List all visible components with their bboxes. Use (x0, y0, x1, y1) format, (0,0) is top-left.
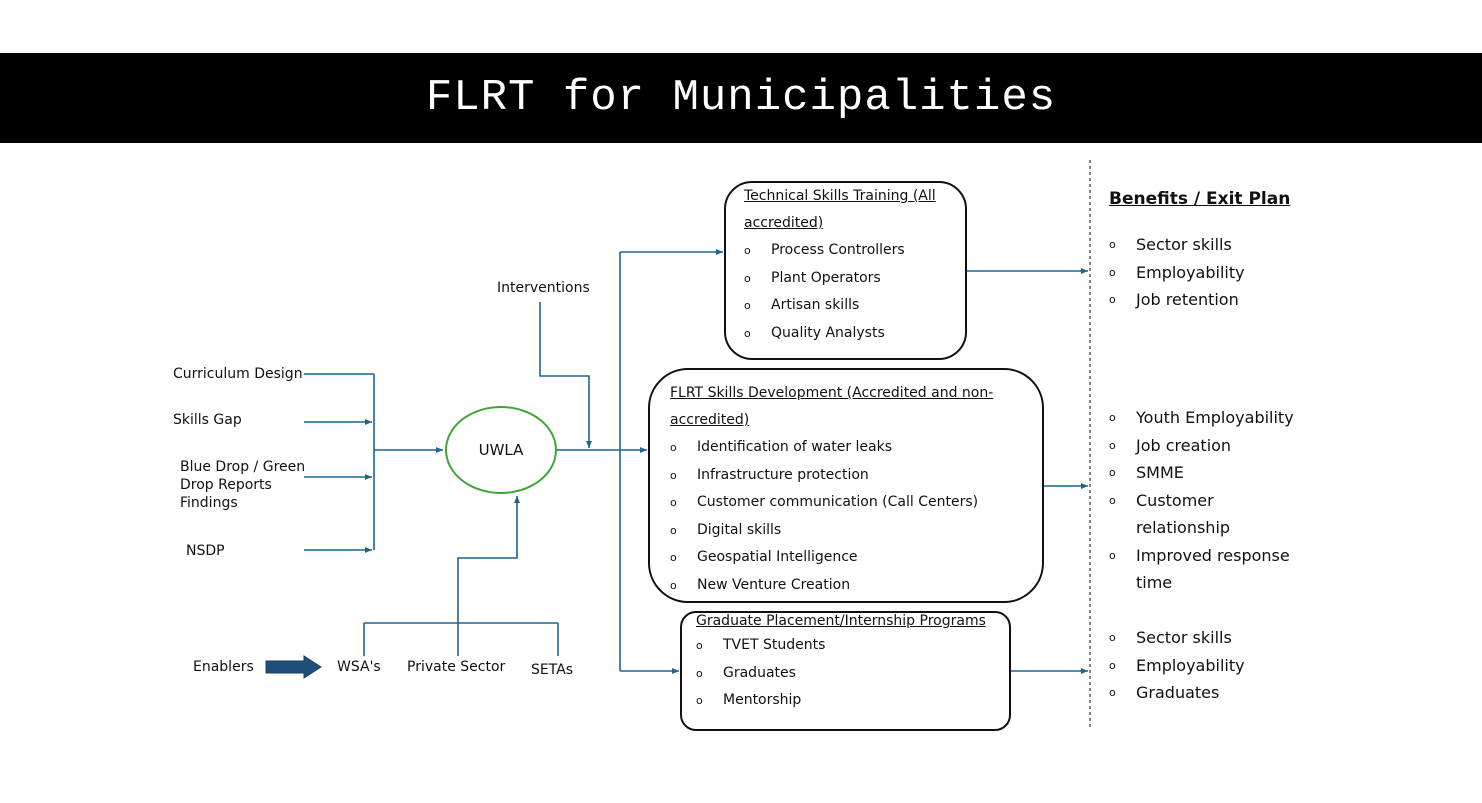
benefit-item: Job creation (1109, 432, 1294, 460)
flrt-items-list: Identification of water leaks Infrastruc… (670, 434, 1042, 599)
flrt-box-title-line1: FLRT Skills Development (Accredited and … (670, 385, 994, 401)
enabler-setas: SETAs (531, 662, 574, 678)
technical-item: Artisan skills (744, 292, 965, 320)
technical-item: Quality Analysts (744, 320, 965, 348)
technical-item: Plant Operators (744, 265, 965, 293)
technical-box-title-line2: accredited) (744, 215, 824, 231)
enabler-private-sector: Private Sector (407, 659, 506, 675)
flrt-item: New Venture Creation (670, 572, 1042, 600)
benefit-item: Customer (1109, 487, 1294, 515)
benefit-item: Sector skills (1109, 231, 1245, 259)
uwla-label: UWLA (478, 441, 524, 459)
benefits-group-flrt: Youth Employability Job creation SMME Cu… (1109, 404, 1294, 597)
input-curriculum-design: Curriculum Design (173, 366, 303, 382)
benefit-item: Job retention (1109, 286, 1245, 314)
benefits-group-technical: Sector skills Employability Job retentio… (1109, 231, 1245, 314)
flrt-item: Digital skills (670, 517, 1042, 545)
benefits-title: Benefits / Exit Plan (1109, 189, 1291, 209)
benefit-item: SMME (1109, 459, 1294, 487)
input-blue-drop-line3: Findings (180, 495, 238, 511)
input-skills-gap: Skills Gap (173, 412, 242, 428)
graduate-item: Graduates (696, 660, 1009, 688)
benefit-item-continuation: time (1136, 573, 1173, 592)
technical-items-list: Process Controllers Plant Operators Arti… (744, 237, 965, 347)
benefit-item: Improved response (1109, 542, 1294, 570)
private-sector-to-uwla-arrow (457, 496, 520, 656)
enablers-label: Enablers (193, 659, 254, 675)
graduate-box-title: Graduate Placement/Internship Programs (696, 613, 986, 629)
interventions-label: Interventions (497, 280, 590, 296)
graduate-items-list: TVET Students Graduates Mentorship (696, 632, 1009, 715)
technical-skills-box: Technical Skills Training (All accredite… (724, 181, 967, 360)
enabler-wsa: WSA's (337, 659, 381, 675)
graduate-item: Mentorship (696, 687, 1009, 715)
benefits-group-graduate: Sector skills Employability Graduates (1109, 624, 1245, 707)
uwla-node: UWLA (445, 406, 557, 494)
enablers-block-arrow (265, 655, 322, 679)
technical-item: Process Controllers (744, 237, 965, 265)
benefit-item: Employability (1109, 652, 1245, 680)
benefit-item: Sector skills (1109, 624, 1245, 652)
input-blue-drop-line2: Drop Reports (180, 477, 272, 493)
flrt-item: Geospatial Intelligence (670, 544, 1042, 572)
title-banner: FLRT for Municipalities (0, 53, 1482, 143)
input-blue-drop-line1: Blue Drop / Green (180, 459, 306, 475)
interventions-arrow (539, 302, 592, 448)
benefit-item: Youth Employability (1109, 404, 1294, 432)
graduate-item: TVET Students (696, 632, 1009, 660)
flrt-item: Identification of water leaks (670, 434, 1042, 462)
benefit-item-continuation: relationship (1136, 518, 1231, 537)
input-nsdp: NSDP (186, 543, 225, 559)
graduate-placement-box: Graduate Placement/Internship Programs T… (680, 611, 1011, 731)
benefit-item: Graduates (1109, 679, 1245, 707)
flrt-item: Infrastructure protection (670, 462, 1042, 490)
flrt-skills-box: FLRT Skills Development (Accredited and … (648, 368, 1044, 603)
technical-box-title-line1: Technical Skills Training (All (744, 188, 936, 204)
benefit-item: Employability (1109, 259, 1245, 287)
flrt-item: Customer communication (Call Centers) (670, 489, 1042, 517)
flrt-box-title-line2: accredited) (670, 412, 750, 428)
page-title: FLRT for Municipalities (425, 73, 1057, 123)
